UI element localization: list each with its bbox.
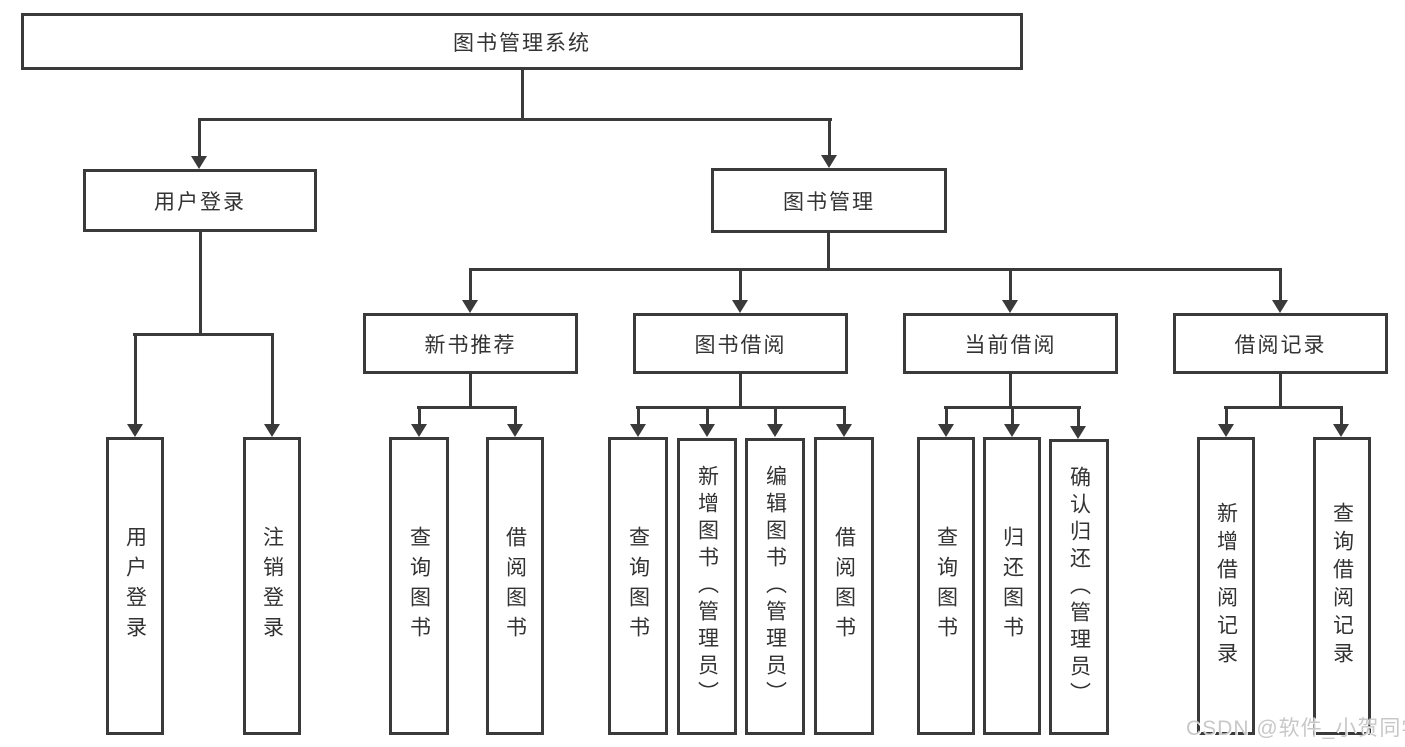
node-logout: 注销登录 (243, 437, 301, 735)
node-library-management-system: 图书管理系统 (21, 13, 1023, 70)
connector-line (827, 233, 830, 271)
arrow-down-icon (630, 424, 646, 437)
node-current-borrowing: 当前借阅 (903, 313, 1118, 374)
connector-line (1009, 374, 1012, 409)
connector-line (637, 406, 640, 425)
connector-line (271, 333, 274, 425)
connector-line (1279, 374, 1282, 409)
node-query-borrow-record: 查询借阅记录 (1313, 437, 1371, 735)
node-label: 归还图书 (1000, 526, 1024, 646)
node-query-books-borrowing: 查询图书 (608, 437, 668, 735)
arrow-down-icon (1333, 424, 1349, 437)
connector-line (198, 118, 201, 157)
node-label: 借阅图书 (832, 526, 856, 646)
node-edit-book-admin: 编辑图书（管理员） (745, 438, 805, 735)
arrow-down-icon (264, 424, 280, 437)
arrow-down-icon (1070, 426, 1086, 439)
connector-line (514, 406, 517, 425)
arrow-down-icon (938, 424, 954, 437)
connector-line (636, 406, 846, 409)
connector-line (199, 231, 202, 336)
node-add-borrow-record: 新增借阅记录 (1197, 437, 1255, 735)
node-label: 图书管理系统 (453, 31, 591, 55)
connector-line (469, 268, 1281, 271)
arrow-down-icon (127, 424, 143, 437)
arrow-down-icon (1004, 424, 1020, 437)
connector-line (945, 406, 948, 425)
node-label: 注销登录 (260, 526, 284, 646)
arrow-down-icon (191, 156, 207, 169)
arrow-down-icon (767, 424, 783, 437)
arrow-down-icon (699, 424, 715, 437)
node-confirm-return-admin: 确认归还（管理员） (1049, 439, 1109, 735)
connector-line (1011, 406, 1014, 425)
node-label: 用户登录 (154, 190, 246, 214)
node-label: 当前借阅 (964, 333, 1057, 357)
arrow-down-icon (462, 300, 478, 313)
node-query-books-current: 查询图书 (917, 437, 975, 735)
connector-line (828, 118, 831, 156)
arrow-down-icon (1002, 300, 1018, 313)
node-label: 用户登录 (123, 526, 147, 646)
arrow-down-icon (836, 424, 852, 437)
connector-line (469, 268, 472, 301)
node-label: 查询借阅记录 (1330, 502, 1354, 670)
node-label: 新增借阅记录 (1214, 502, 1238, 670)
node-add-book-admin: 新增图书（管理员） (677, 438, 737, 735)
connector-line (1077, 406, 1080, 427)
arrow-down-icon (411, 424, 427, 437)
node-label: 借阅图书 (503, 526, 527, 646)
node-label: 编辑图书（管理员） (763, 465, 787, 708)
node-label: 新书推荐 (424, 333, 517, 357)
arrow-down-icon (1218, 424, 1234, 437)
connector-line (1340, 406, 1343, 425)
connector-line (469, 374, 472, 409)
connector-line (1279, 268, 1282, 301)
connector-line (1225, 406, 1228, 425)
connector-line (739, 374, 742, 409)
connector-line (133, 333, 274, 336)
node-user-login-leaf: 用户登录 (106, 437, 164, 735)
node-label: 查询图书 (934, 526, 958, 646)
csdn-watermark: CSDN @软件_小贺同学 (1186, 717, 1405, 740)
node-new-book-recommendation: 新书推荐 (363, 313, 578, 374)
arrow-down-icon (1272, 300, 1288, 313)
connector-line (1224, 406, 1343, 409)
connector-line (198, 118, 832, 121)
connector-line (774, 406, 777, 425)
node-borrow-books-recommendation: 借阅图书 (486, 437, 544, 735)
node-user-login: 用户登录 (83, 169, 317, 232)
node-borrowing-records: 借阅记录 (1173, 313, 1388, 374)
node-borrow-books-borrowing: 借阅图书 (814, 437, 874, 735)
node-book-borrowing: 图书借阅 (633, 313, 848, 374)
node-book-management: 图书管理 (711, 168, 947, 233)
connector-line (418, 406, 421, 425)
connector-line (706, 406, 709, 425)
node-label: 图书管理 (783, 190, 875, 214)
connector-line (1009, 268, 1012, 301)
connector-line (521, 69, 524, 121)
connector-line (417, 406, 517, 409)
connector-line (134, 333, 137, 425)
connector-line (739, 268, 742, 301)
arrow-down-icon (821, 155, 837, 168)
node-label: 图书借阅 (694, 333, 787, 357)
arrow-down-icon (507, 424, 523, 437)
node-label: 借阅记录 (1234, 333, 1327, 357)
node-label: 查询图书 (407, 526, 431, 646)
arrow-down-icon (732, 300, 748, 313)
node-label: 新增图书（管理员） (695, 465, 719, 708)
connector-line (843, 406, 846, 425)
node-query-books-recommendation: 查询图书 (389, 437, 449, 735)
node-return-books: 归还图书 (983, 437, 1041, 735)
node-label: 查询图书 (626, 526, 650, 646)
node-label: 确认归还（管理员） (1067, 465, 1091, 709)
